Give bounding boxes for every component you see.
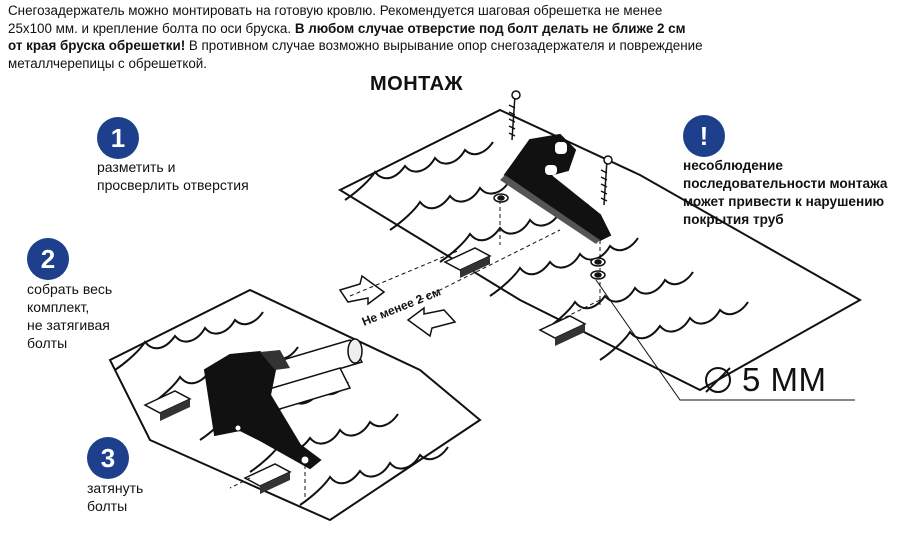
intro-line-2-normal: 25х100 мм. и крепление болта по оси брус… [8, 20, 295, 36]
step-3-label: затянуть болты [87, 479, 143, 515]
right-roof-section [337, 90, 863, 401]
step-1-line: просверлить отверстия [97, 177, 249, 193]
left-roof-section [108, 288, 482, 522]
step-2-line: собрать весь [27, 281, 113, 297]
step-3-line: болты [87, 498, 128, 514]
diameter-value: 5 ММ [742, 361, 827, 398]
step-2-badge: 2 [27, 238, 69, 280]
diameter-callout: 5 ММ [702, 358, 827, 402]
warning-icon: ! [683, 115, 725, 157]
step-1-label: разметить и просверлить отверстия [97, 158, 249, 194]
warning-line: последовательности монтажа [683, 176, 888, 191]
step-2-line: не затягивая [27, 317, 110, 333]
intro-line-3-bold: от края бруска обрешетки! [8, 38, 186, 53]
step-1-badge: 1 [97, 117, 139, 159]
step-2-line: комплект, [27, 299, 90, 315]
intro-line-2: 25х100 мм. и крепление болта по оси брус… [8, 20, 908, 38]
warning-line: покрытия труб [683, 212, 784, 227]
step-2-line: болты [27, 335, 68, 351]
step-2-label: собрать весь комплект, не затягивая болт… [27, 280, 112, 352]
diameter-icon [705, 367, 731, 393]
warning-label: несоблюдение последовательности монтажа … [683, 157, 887, 229]
distance-annotation: Не менее 2 см [338, 249, 461, 338]
intro-line-1: Снегозадержатель можно монтировать на го… [8, 3, 663, 18]
intro-line-3: от края бруска обрешетки! В противном сл… [8, 37, 908, 55]
step-1-line: разметить и [97, 159, 176, 175]
page-title: МОНТАЖ [370, 73, 464, 95]
warning-line: несоблюдение [683, 158, 783, 173]
intro-line-4: металлчерепицы с обрешеткой. [8, 55, 207, 71]
step-3-line: затянуть [87, 480, 144, 496]
step-3-badge: 3 [87, 437, 129, 479]
intro-paragraph: Снегозадержатель можно монтировать на го… [8, 2, 908, 72]
intro-line-2-bold: В любом случае отверстие под болт делать… [294, 20, 686, 36]
warning-line: может привести к нарушению [683, 194, 885, 209]
intro-line-3-normal: В противном случае возможно вырывание оп… [185, 38, 703, 53]
